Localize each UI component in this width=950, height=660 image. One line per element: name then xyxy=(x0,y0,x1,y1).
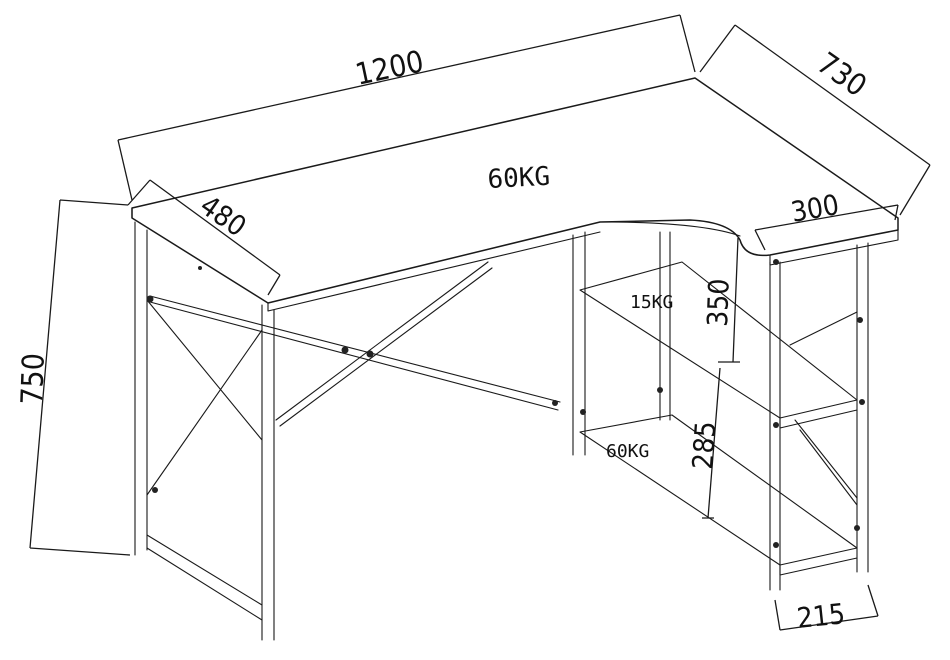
shelf-width-label: 300 xyxy=(788,188,841,229)
shelf-gap-lower-label: 285 xyxy=(686,420,722,470)
total-depth-label: 730 xyxy=(810,46,872,104)
left-frame xyxy=(134,221,561,641)
shelf-unit xyxy=(572,231,869,591)
shelf-depth-label: 215 xyxy=(795,597,846,635)
shelf-gap-upper-label: 350 xyxy=(701,278,736,327)
height-label: 750 xyxy=(15,353,52,406)
desk-depth-label: 480 xyxy=(194,189,252,244)
upper-shelf-load-label: 15KG xyxy=(630,292,673,313)
lower-shelf-load-label: 60KG xyxy=(606,441,649,462)
desktop-load-label: 60KG xyxy=(487,162,551,195)
desktop xyxy=(131,77,899,312)
dimension-lines xyxy=(29,14,931,631)
total-width-label: 1200 xyxy=(352,44,426,93)
